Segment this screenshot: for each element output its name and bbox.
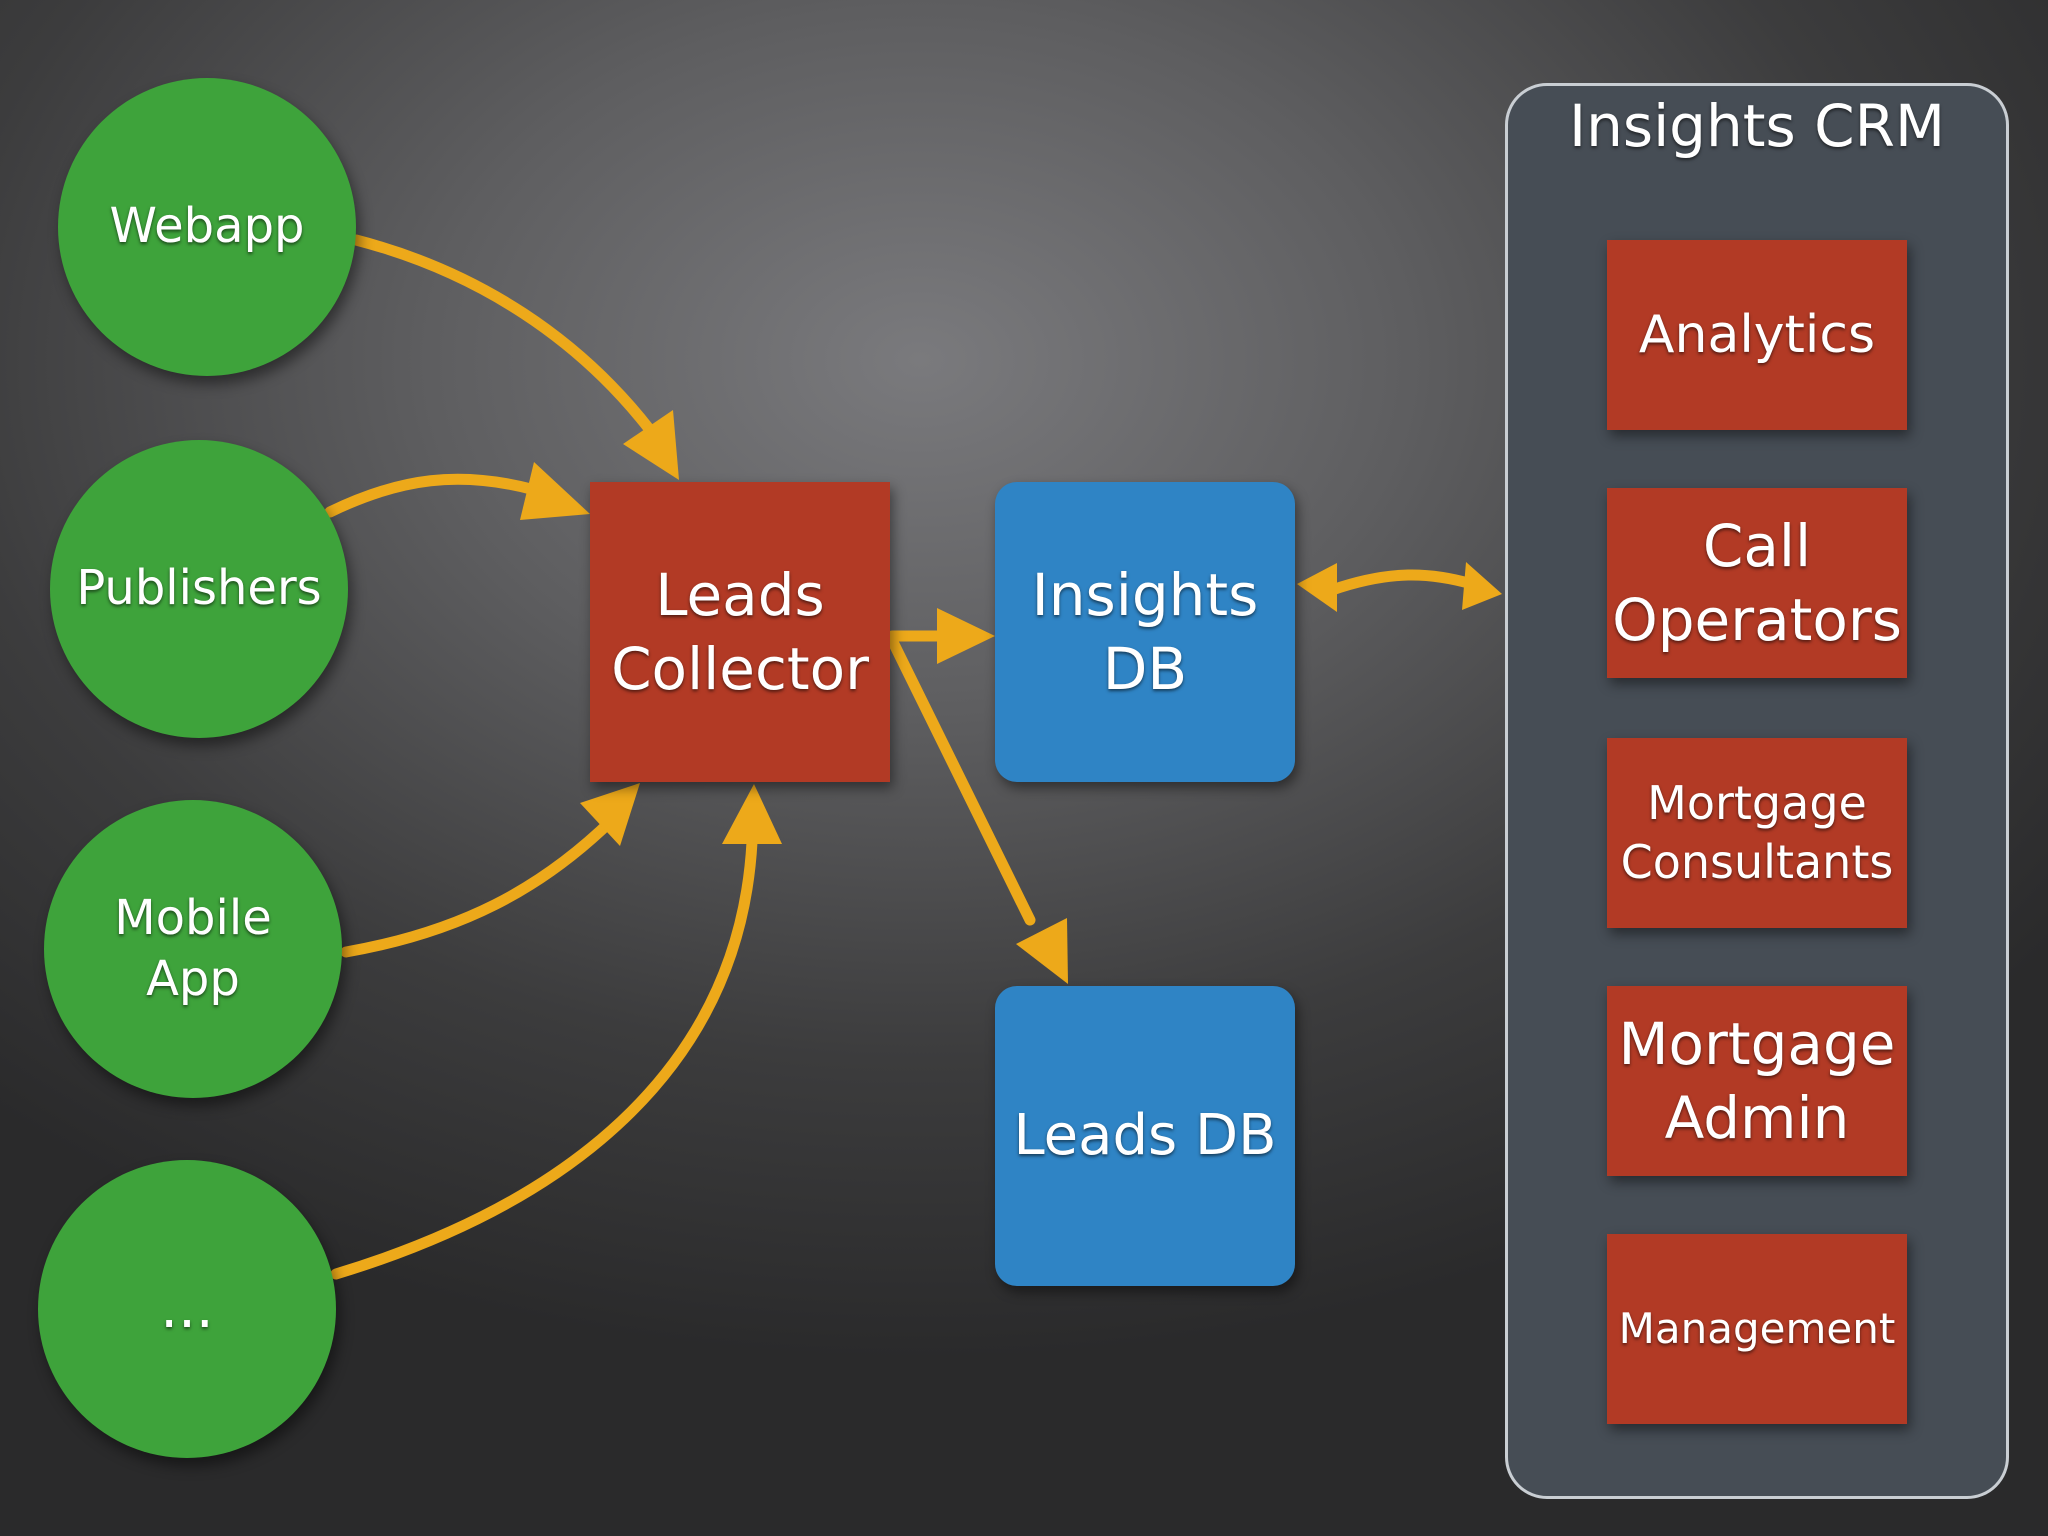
arrow-publishers-to-collector [324,473,541,518]
arrow-more-to-collector [330,836,758,1280]
leads-collector-box[interactable]: Leads Collector [590,482,890,782]
source-more-label: ... [160,1276,214,1342]
source-more[interactable]: ... [38,1160,336,1458]
source-mobile-app[interactable]: Mobile App [44,800,342,1098]
crm-item-call-operators[interactable]: Call Operators [1607,488,1907,678]
leads-db-box[interactable]: Leads DB [995,986,1295,1286]
source-webapp[interactable]: Webapp [58,78,356,376]
crm-item-call-operators-label: Call Operators [1612,511,1902,654]
arrow-mobileapp-to-collector [340,814,618,958]
arrowhead-webapp [623,410,679,480]
leads-db-label: Leads DB [1013,1103,1277,1169]
crm-item-analytics-label: Analytics [1638,304,1876,365]
arrowhead-publishers [520,462,590,520]
arrow-webapp-to-collector [350,234,656,436]
crm-item-mortgage-admin[interactable]: Mortgage Admin [1607,986,1907,1176]
arrowhead-leadsdb [1016,918,1068,984]
arrowhead-crm [1462,562,1502,610]
crm-item-management-label: Management [1618,1304,1896,1354]
insights-db-box[interactable]: Insights DB [995,482,1295,782]
crm-item-analytics[interactable]: Analytics [1607,240,1907,430]
arrowhead-insightsdb [937,608,995,664]
crm-item-mortgage-admin-label: Mortgage Admin [1618,1009,1896,1152]
crm-item-mortgage-consultants-label: Mortgage Consultants [1620,776,1894,889]
insights-db-label: Insights DB [1031,560,1259,703]
arrowhead-mobileapp [580,783,640,846]
source-mobile-app-label: Mobile App [114,889,272,1007]
source-publishers-label: Publishers [76,560,322,617]
source-publishers[interactable]: Publishers [50,440,348,738]
arrowhead-insightsdb-return [1297,563,1337,612]
source-webapp-label: Webapp [109,198,305,255]
crm-item-mortgage-consultants[interactable]: Mortgage Consultants [1607,738,1907,928]
leads-collector-label: Leads Collector [611,560,869,703]
insights-crm-title: Insights CRM [1568,92,1945,160]
arrow-insightsdb-to-crm [1326,569,1478,596]
arrowhead-more [722,784,782,844]
arrow-collector-to-leadsdb [886,634,1036,926]
crm-item-management[interactable]: Management [1607,1234,1907,1424]
